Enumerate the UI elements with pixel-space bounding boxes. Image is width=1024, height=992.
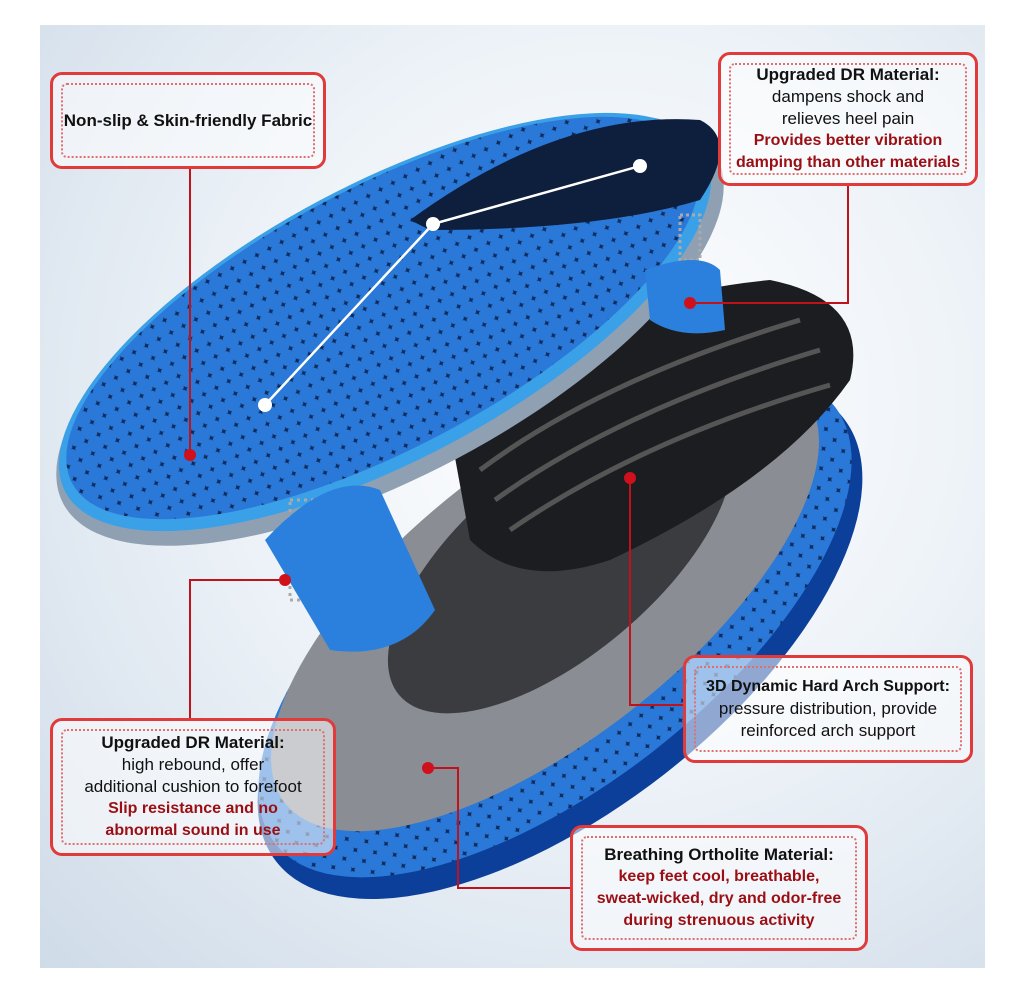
callout-title: 3D Dynamic Hard Arch Support: [706, 678, 950, 695]
callout-highlight: damping than other materials [735, 154, 961, 171]
leader-lines [189, 168, 849, 889]
callout-fabric: Non-slip & Skin-friendly Fabric [50, 72, 326, 169]
callout-text: additional cushion to forefoot [84, 777, 302, 796]
callout-text: pressure distribution, provide [718, 699, 938, 718]
callout-title: Upgraded DR Material: [756, 65, 940, 84]
callout-ortholite: Breathing Ortholite Material: keep feet … [570, 825, 868, 951]
callout-arch: 3D Dynamic Hard Arch Support: pressure d… [683, 655, 973, 763]
bottom-insole [257, 280, 863, 899]
callout-title: Breathing Ortholite Material: [604, 845, 834, 864]
callout-text: reinforced arch support [740, 721, 916, 740]
callout-highlight: during strenuous activity [623, 912, 815, 929]
callout-text: dampens shock and [771, 87, 925, 106]
callout-highlight: sweat-wicked, dry and odor-free [596, 890, 842, 907]
callout-forefoot-dr: Upgraded DR Material: high rebound, offe… [50, 718, 336, 856]
top-insole [56, 112, 724, 546]
heel-spring-pad [645, 213, 725, 334]
callout-highlight: abnormal sound in use [105, 822, 281, 839]
callout-heel-dr: Upgraded DR Material: dampens shock and … [718, 52, 978, 186]
callout-text: relieves heel pain [781, 109, 915, 128]
callout-text: high rebound, offer [121, 755, 265, 774]
forefoot-spring-pad [265, 485, 435, 652]
callout-highlight: keep feet cool, breathable, [618, 868, 820, 885]
callout-highlight: Slip resistance and no [108, 800, 278, 817]
callout-title: Non-slip & Skin-friendly Fabric [63, 110, 313, 130]
callout-title: Upgraded DR Material: [101, 733, 285, 752]
callout-highlight: Provides better vibration [753, 132, 943, 149]
